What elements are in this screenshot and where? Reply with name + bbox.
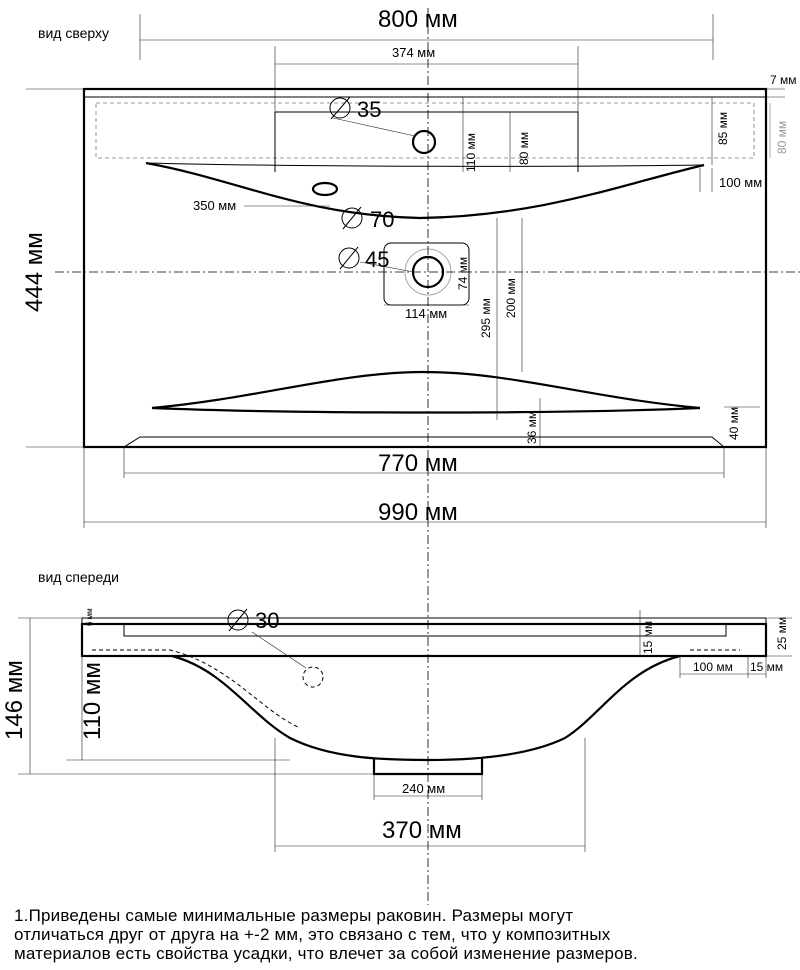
drain-outlet: [372, 758, 484, 776]
dim-inner-374: 374 мм: [392, 45, 435, 60]
dim-40: 40 мм: [727, 407, 741, 440]
dim-110-front: 110 мм: [79, 662, 106, 740]
top-view-outline: [82, 87, 768, 449]
basin-lower-edge: [151, 370, 701, 410]
dim-100-front: 100 мм: [693, 660, 733, 674]
note-line-2: отличаться друг от друга на +-2 мм, это …: [14, 925, 611, 944]
dim-114: 114 мм: [405, 306, 447, 321]
disclaimer-note: 1.Приведены самые минимальные размеры ра…: [14, 906, 794, 963]
dim-dia-45: 45: [365, 247, 389, 272]
dim-990: 990 мм: [378, 499, 458, 526]
dim-dia-35: 35: [357, 97, 381, 122]
overflow-zone: [95, 102, 755, 159]
dim-370: 370 мм: [382, 817, 462, 844]
dim-100-top: 100 мм: [719, 175, 762, 190]
dim-350: 350 мм: [193, 198, 236, 213]
note-line-3: материалов есть свойства усадки, что вле…: [14, 944, 638, 963]
dim-110-top: 110 мм: [464, 133, 478, 172]
dim-15-vertical: 15 мм: [641, 621, 655, 654]
dim-36: 36 мм: [525, 411, 539, 444]
overflow-hole-front: [302, 666, 324, 688]
front-lip: [123, 436, 725, 448]
dim-770: 770 мм: [378, 450, 458, 477]
dim-80-top: 80 мм: [517, 132, 531, 165]
dim-80-gray: 80 мм: [775, 121, 789, 154]
note-line-1: 1.Приведены самые минимальные размеры ра…: [14, 906, 574, 925]
overflow-hole: [311, 181, 339, 197]
front-view-label: вид спереди: [38, 569, 119, 585]
dim-146: 146 мм: [1, 660, 28, 740]
dim-74: 74 мм: [456, 257, 470, 290]
dim-6: 6 мм: [85, 608, 94, 626]
dim-width-800: 800 мм: [378, 6, 458, 33]
dim-444: 444 мм: [21, 232, 48, 312]
dim-295: 295 мм: [479, 298, 493, 338]
dim-200: 200 мм: [504, 278, 518, 318]
dim-25: 25 мм: [775, 617, 789, 650]
tap-hole: [411, 129, 437, 155]
dim-15-front: 15 мм: [750, 660, 783, 674]
dim-dia-70: 70: [370, 207, 394, 232]
front-view-slab: [80, 622, 768, 658]
dim-7: 7 мм: [770, 73, 797, 87]
top-view-label: вид сверху: [38, 25, 109, 41]
bowl-profile: [171, 654, 681, 762]
dim-240: 240 мм: [402, 781, 445, 796]
basin-upper-edge: [145, 161, 705, 220]
dim-dia-30: 30: [255, 608, 279, 633]
dim-85: 85 мм: [716, 112, 730, 145]
bowl-inner-contour: [92, 649, 301, 729]
